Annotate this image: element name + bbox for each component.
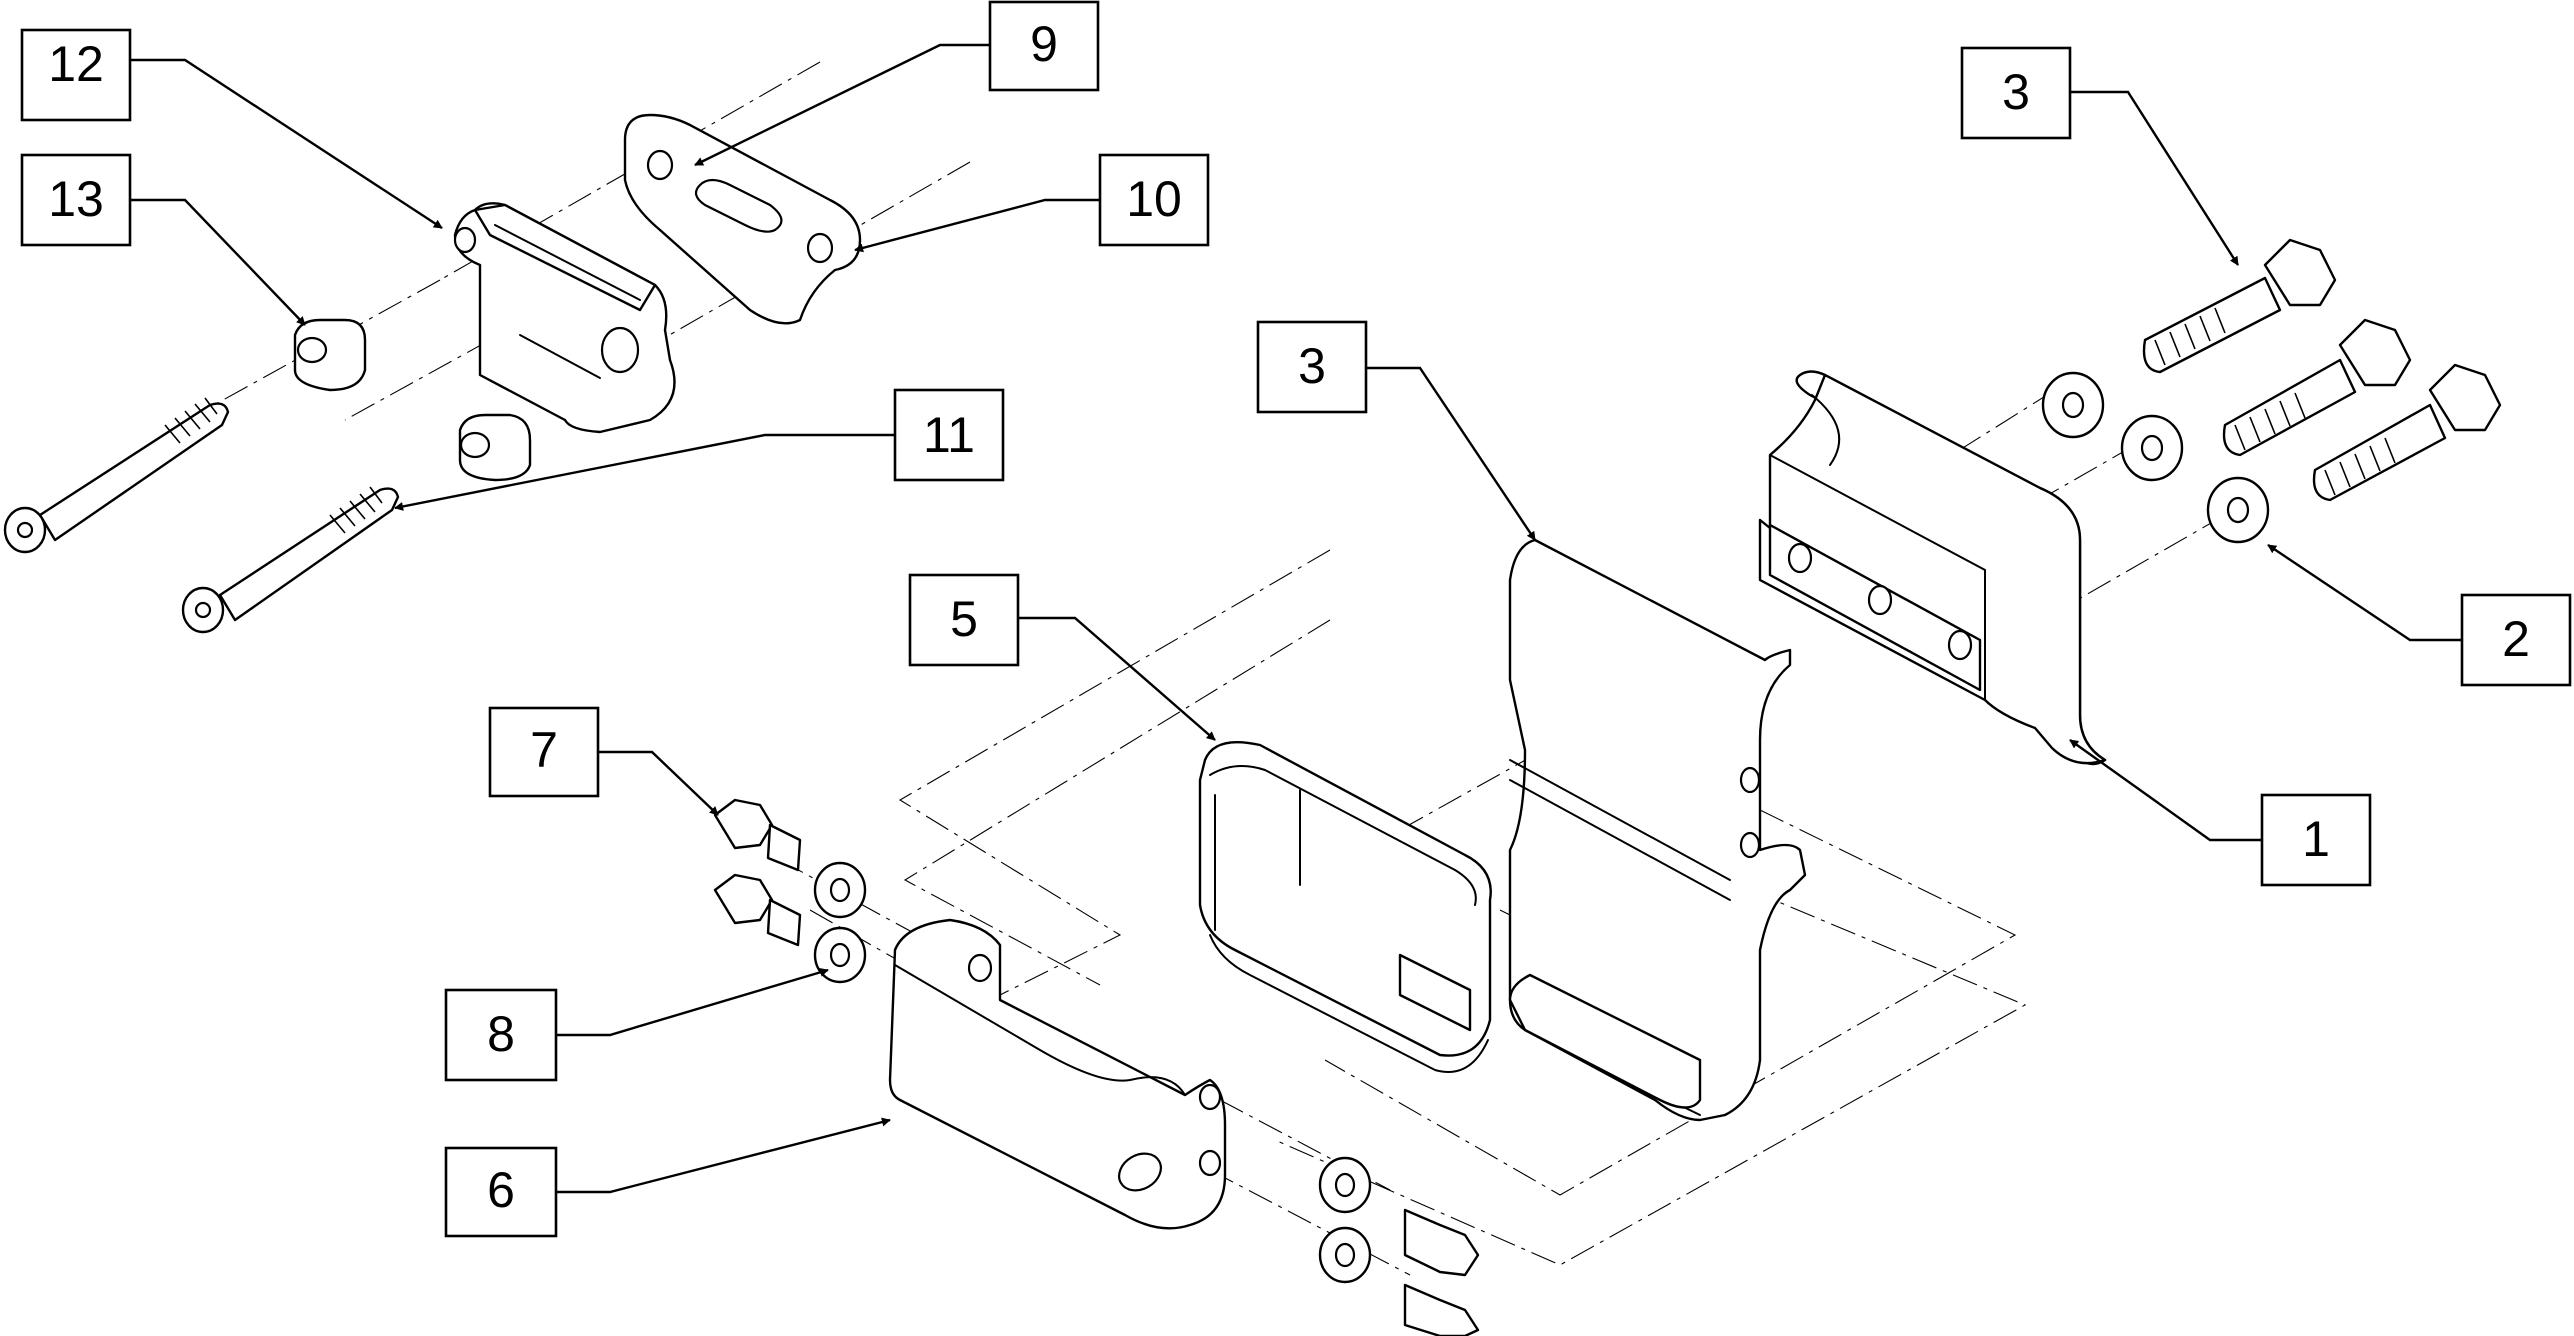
part-12-upper-housing [453, 202, 676, 434]
callout-7-label: 7 [530, 722, 558, 778]
callout-1-label: 1 [2302, 811, 2330, 867]
parts-2-3-washers-bolts [2041, 238, 2502, 544]
part-3-side-plate [1508, 538, 1807, 1122]
callout-11: 11 [893, 388, 1005, 482]
callout-10-label: 10 [1126, 171, 1182, 227]
callout-13: 13 [20, 153, 132, 247]
callout-6: 6 [444, 1146, 558, 1238]
part-9-slotted-plate [623, 113, 862, 325]
callout-3-center-label: 3 [1298, 338, 1326, 394]
callout-12-label: 12 [48, 36, 104, 92]
part-13-spacers [293, 318, 532, 482]
part-11-long-screws [3, 397, 400, 634]
callout-8: 8 [444, 988, 558, 1082]
callout-3-upper: 3 [1960, 46, 2072, 140]
callout-12: 12 [20, 28, 132, 122]
callout-3-upper-label: 3 [2002, 64, 2030, 120]
part-5-receiver-cup [1198, 741, 1492, 1073]
callout-9: 9 [988, 0, 1100, 92]
callout-5-label: 5 [950, 591, 978, 647]
callout-13-label: 13 [48, 171, 104, 227]
parts-7-8-screws-washers [713, 798, 1480, 1336]
part-6-lower-bracket [888, 918, 1227, 1230]
leader-lines [130, 43, 2462, 1194]
callout-1: 1 [2260, 793, 2372, 887]
callout-5: 5 [908, 573, 1020, 667]
callout-8-label: 8 [487, 1006, 515, 1062]
callout-3-center: 3 [1256, 320, 1368, 414]
callout-10: 10 [1098, 153, 1210, 247]
callout-11-label: 11 [923, 407, 975, 463]
part-1-channel-bracket [1758, 370, 2107, 766]
callout-2: 2 [2460, 593, 2572, 687]
callout-6-label: 6 [487, 1162, 515, 1218]
callout-2-label: 2 [2502, 611, 2530, 667]
callout-9-label: 9 [1030, 16, 1058, 72]
callout-7: 7 [488, 706, 600, 798]
